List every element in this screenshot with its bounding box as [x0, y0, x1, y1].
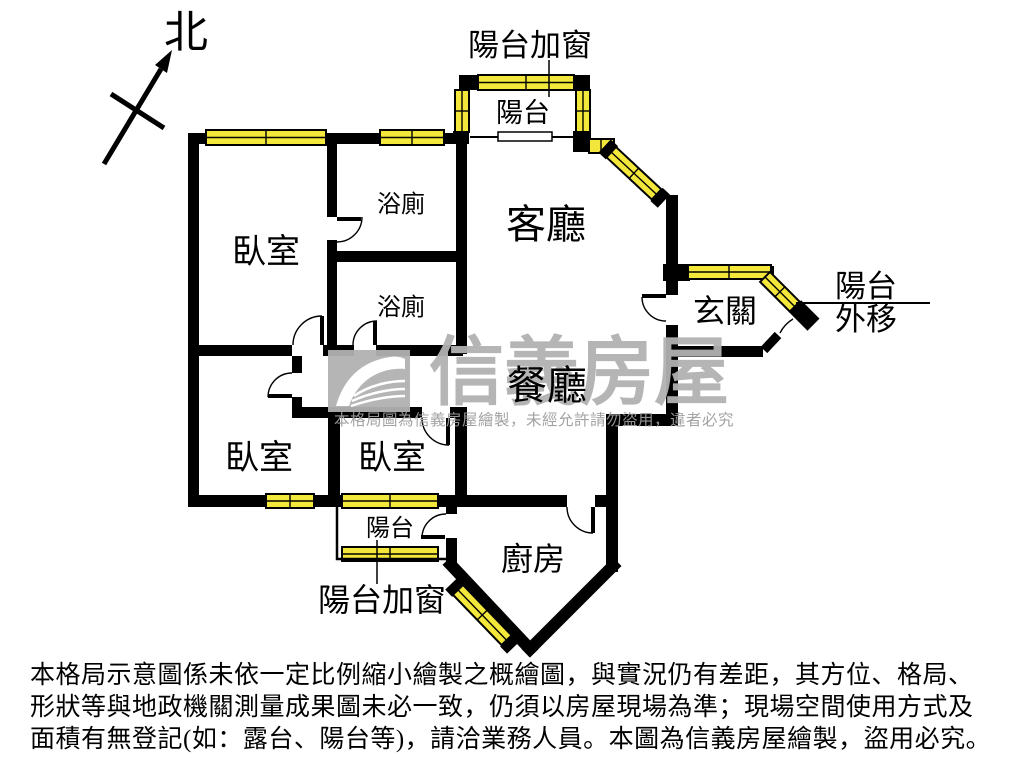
disclaimer-line-2: 形狀等與地政機關測量成果圖未必一致，仍須以房屋現場為準；現場空間使用方式及: [30, 694, 974, 721]
balcony-thin-walls: [335, 131, 577, 561]
room-label-dining: 餐廳: [507, 363, 587, 408]
door-living-entry: [641, 294, 667, 322]
window-kitchen-diagonal: [445, 577, 521, 654]
door-bedroom-middle: [421, 417, 450, 446]
note-balcony-bottom: 陽台加窗: [318, 582, 446, 618]
kitchen-diagonal-walls: [442, 556, 622, 658]
balcony-sliding-door: [497, 131, 553, 142]
door-bedroom-left: [267, 372, 293, 398]
window-living-diagonal: [598, 139, 671, 208]
window-entry: [687, 264, 772, 280]
window-balcony-top: [454, 74, 591, 133]
room-label-bedroom-middle: 臥室: [358, 439, 426, 477]
window-bathroom: [379, 129, 445, 146]
north-arrow-head: [155, 50, 172, 73]
window-bedroom-left: [265, 493, 315, 509]
disclaimer-text: 本格局示意圖係未依一定比例縮小繪製之概繪圖，與實況仍有差距，其方位、格局、 形狀…: [30, 660, 1005, 756]
room-label-living: 客廳: [506, 202, 586, 247]
door-bathroom-upper: [336, 216, 363, 243]
disclaimer-line-3: 面積有無登記(如：露台、陽台等)，請洽業務人員。本圖為信義房屋繪製，盜用必究。: [30, 726, 992, 753]
window-bedroom-middle: [341, 493, 439, 509]
room-label-balcony-bottom: 陽台: [366, 515, 414, 542]
door-kitchen-balcony: [421, 513, 447, 539]
north-label: 北: [164, 8, 208, 57]
window-entry-diagonal: [758, 270, 820, 331]
room-label-kitchen: 廚房: [501, 541, 565, 577]
window-balcony-bottom: [341, 546, 439, 562]
window-master-bedroom: [205, 129, 327, 146]
door-main-entrance: [760, 318, 794, 354]
note-balcony-moved-line1: 陽台: [835, 269, 897, 304]
brand-watermark: 信義房屋 本格局圖為信義房屋繪製，未經允許請勿盜用，違者必究: [328, 332, 734, 429]
room-label-balcony-top: 陽台: [496, 98, 550, 128]
room-label-bedroom-master: 臥室: [232, 233, 300, 271]
room-labels: 臥室 浴廁 浴廁 客廳 餐廳 玄關 廚房 臥室 臥室 陽台 陽台: [225, 98, 757, 577]
room-label-entry: 玄關: [693, 293, 757, 329]
north-arrow-cross: [109, 91, 166, 131]
note-balcony-moved-line2: 外移: [835, 302, 897, 337]
sinyi-logo-icon: [328, 350, 410, 412]
note-balcony-top: 陽台加窗: [468, 28, 592, 63]
doors: [267, 216, 794, 539]
annotations: 陽台加窗 陽台加窗 陽台 外移: [318, 28, 930, 618]
door-master-bedroom: [292, 315, 324, 346]
room-label-bathroom-upper: 浴廁: [377, 191, 425, 218]
door-kitchen: [566, 506, 595, 534]
room-label-bathroom-lower: 浴廁: [377, 294, 425, 321]
windows: [205, 74, 820, 654]
door-bathroom-lower: [352, 320, 378, 346]
north-arrow-shaft: [101, 67, 164, 166]
north-compass: 北: [101, 8, 208, 166]
room-label-bedroom-left: 臥室: [225, 439, 293, 477]
disclaimer-line-1: 本格局示意圖係未依一定比例縮小繪製之概繪圖，與實況仍有差距，其方位、格局、: [30, 662, 974, 689]
brand-watermark-text: 信義房屋: [429, 332, 729, 415]
watermark-notice-text: 本格局圖為信義房屋繪製，未經允許請勿盜用，違者必究: [334, 410, 734, 429]
